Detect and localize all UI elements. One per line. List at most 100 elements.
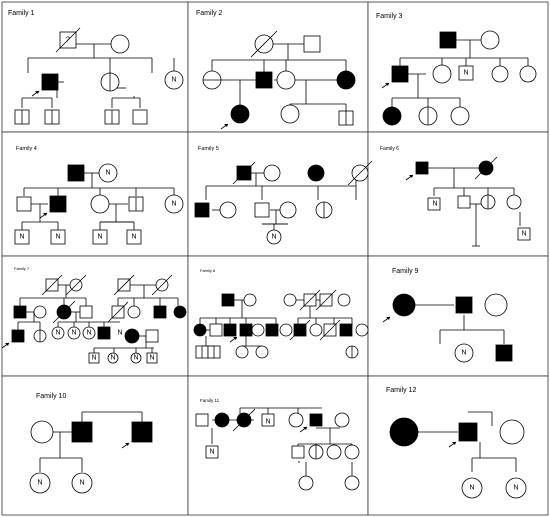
female-circle	[33, 305, 47, 319]
female-circle	[389, 417, 419, 447]
male-square	[261, 413, 275, 427]
male-square	[458, 422, 478, 442]
family-11-title: Family 11	[200, 398, 220, 403]
male-square	[309, 413, 323, 427]
female-symbol	[519, 65, 537, 83]
female-symbol	[164, 194, 184, 214]
male-symbol	[128, 196, 144, 212]
female-symbol	[219, 201, 237, 219]
male-square	[97, 326, 111, 340]
male-square	[221, 293, 235, 307]
female-symbol	[454, 343, 474, 363]
male-symbol	[132, 109, 148, 125]
male-symbol	[205, 445, 219, 459]
male-symbol	[207, 345, 221, 359]
male-square	[146, 352, 158, 364]
deceased-slash	[289, 319, 311, 341]
family-4-mark-n: N	[171, 201, 176, 208]
male-square	[131, 421, 153, 443]
proband-arrowhead	[409, 175, 413, 178]
male-square	[223, 323, 237, 337]
female-symbol	[107, 352, 119, 364]
family-7-mark-n: N	[71, 330, 76, 337]
female-symbol	[279, 323, 293, 337]
female-symbol	[307, 164, 325, 182]
male-symbol	[1, 329, 25, 349]
deceased-slash	[232, 161, 256, 185]
male-symbol	[41, 274, 63, 296]
female-circle	[491, 65, 509, 83]
male-symbol	[14, 109, 30, 125]
female-circle	[484, 293, 508, 317]
female-symbol	[480, 30, 500, 50]
female-symbol	[164, 70, 184, 90]
symbol-marks: ? N N N N N N N N N N N N N N N N N N N …	[19, 37, 526, 492]
male-symbol	[14, 229, 30, 245]
female-symbol	[505, 477, 527, 499]
female-symbol	[255, 345, 269, 359]
family-1-title: Family 1	[8, 10, 35, 17]
female-symbol	[263, 164, 281, 182]
female-circle	[29, 472, 51, 494]
family-6-mark-n: N	[521, 231, 526, 238]
family-9-title: Family 9	[392, 268, 419, 275]
family-7-mark-n: N	[86, 330, 91, 337]
family-12-mark-n: N	[513, 485, 518, 492]
female-symbol	[130, 352, 142, 364]
family-1-mark-n: N	[171, 77, 176, 84]
male-symbol	[405, 161, 429, 181]
female-symbol	[382, 293, 416, 323]
proband-arrowhead	[233, 337, 237, 340]
male-symbol	[265, 323, 279, 337]
family-11-mark-n: N	[265, 419, 270, 426]
female-circle	[266, 229, 282, 245]
family-4-mark-n: N	[19, 234, 24, 241]
female-circle	[243, 293, 257, 307]
female-circle	[307, 164, 325, 182]
deceased-slash	[52, 300, 76, 324]
female-circle	[127, 305, 141, 319]
deceased-slash	[107, 301, 129, 323]
deceased-slash	[315, 289, 337, 311]
female-circle	[107, 352, 119, 364]
male-symbol	[107, 301, 129, 323]
male-symbol	[31, 73, 59, 97]
family-3-title: Family 3	[376, 13, 403, 20]
female-circle	[164, 194, 184, 214]
female-symbol	[251, 323, 265, 337]
female-symbol	[90, 194, 110, 214]
proband-arrowhead	[452, 442, 456, 445]
female-symbol	[326, 444, 342, 460]
family-12-title: Family 12	[386, 387, 416, 394]
family-10-title: Family 10	[36, 393, 66, 400]
male-symbol	[97, 326, 111, 340]
family-7-mark-n: N	[133, 355, 138, 362]
male-square	[71, 421, 93, 443]
family-9-mark-n: N	[461, 350, 466, 357]
female-symbol	[355, 323, 369, 337]
female-circle	[235, 345, 249, 359]
male-symbol	[303, 35, 321, 53]
male-symbol	[517, 227, 531, 241]
male-square	[194, 202, 210, 218]
proband-arrowhead	[303, 427, 307, 430]
male-symbol	[209, 323, 223, 337]
female-symbol	[33, 305, 47, 319]
male-symbol	[13, 305, 27, 319]
female-circle	[263, 164, 281, 182]
female-symbol	[33, 329, 47, 343]
male-symbol	[439, 31, 457, 49]
male-symbol	[104, 109, 120, 125]
female-symbol	[220, 104, 250, 130]
male-symbol	[88, 352, 100, 364]
female-symbol	[389, 417, 419, 447]
male-symbol	[457, 195, 471, 209]
male-square	[415, 161, 429, 175]
male-square	[50, 229, 66, 245]
female-circle	[506, 194, 522, 210]
female-circle	[255, 345, 269, 359]
family-10-mark-n: N	[79, 480, 84, 487]
female-symbol	[347, 160, 373, 186]
male-square	[517, 227, 531, 241]
female-symbol	[202, 70, 222, 90]
